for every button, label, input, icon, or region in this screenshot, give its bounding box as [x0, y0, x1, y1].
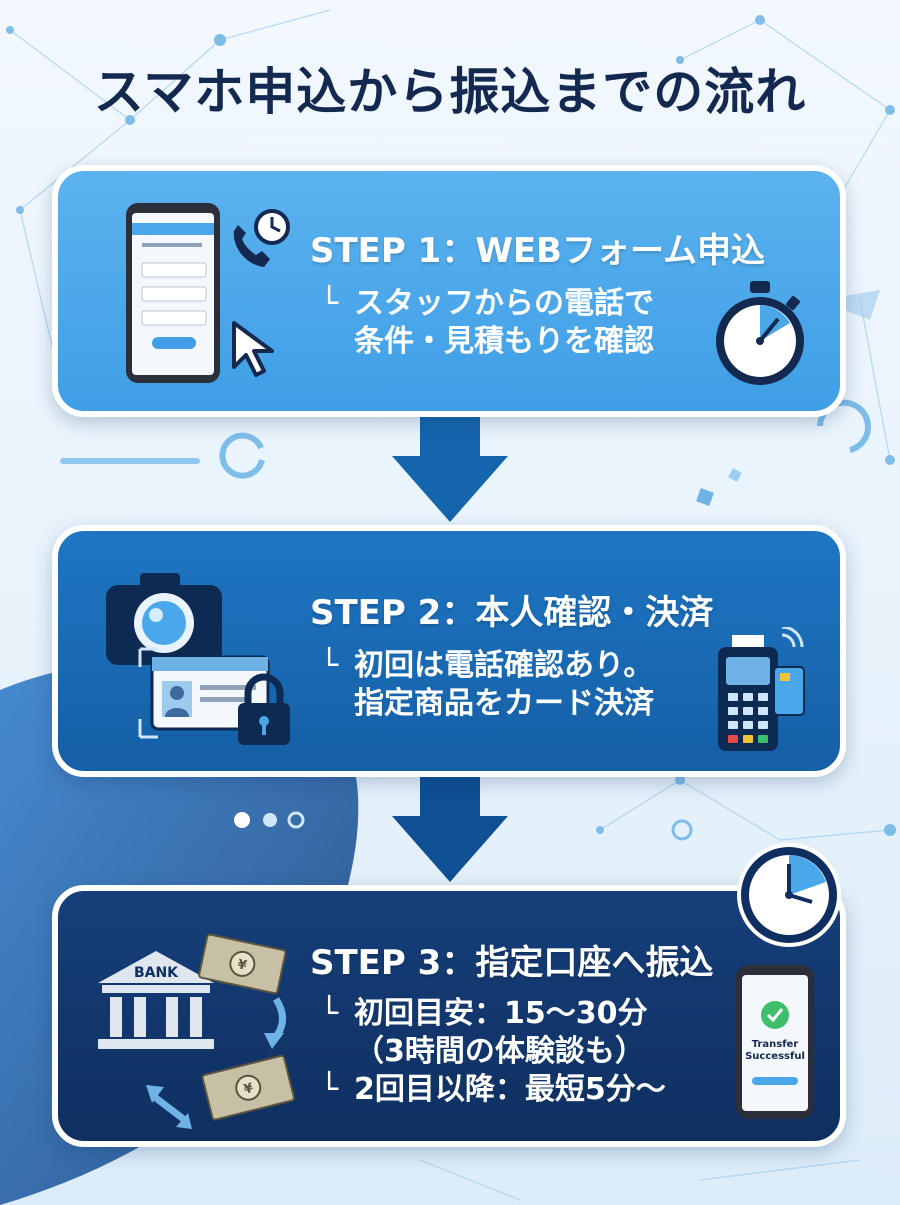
stopwatch-icon: [716, 281, 804, 385]
down-arrow-2: [392, 772, 508, 882]
phone-clock-icon: [233, 209, 290, 267]
camera-icon: [106, 573, 222, 665]
money-bills-icon: ¥ ¥: [146, 933, 295, 1129]
step-3-line-3: 2回目以降：最短5分〜: [354, 1072, 666, 1107]
step-1-description: └ スタッフからの電話で 条件・見積もりを確認: [320, 285, 654, 361]
step-1-title: STEP 1：WEBフォーム申込: [310, 231, 765, 271]
svg-text:¥: ¥: [242, 1081, 254, 1098]
transfer-text-line-2: Successful: [745, 1051, 805, 1062]
step-2-title: STEP 2：本人確認・決済: [310, 593, 714, 633]
step-3-title: STEP 3：指定口座へ振込: [310, 943, 714, 983]
page-title: スマホ申込から振込までの流れ: [93, 63, 807, 121]
down-arrow-1: [392, 412, 508, 522]
step-2-description: └ 初回は電話確認あり。 指定商品をカード決済: [320, 647, 654, 723]
transfer-phone-icon: Transfer Successful: [736, 965, 814, 1119]
step-2-card: STEP 2：本人確認・決済 └ 初回は電話確認あり。 指定商品をカード決済: [52, 525, 846, 777]
corner-bracket-icon: └: [320, 996, 339, 1031]
step-3-description: └ 初回目安：15〜30分 （3時間の体験談も） └ 2回目以降：最短5分〜: [320, 995, 666, 1109]
step-3-line-2: （3時間の体験談も）: [354, 1034, 645, 1069]
corner-bracket-icon: └: [320, 648, 339, 683]
bank-icon: BANK: [98, 951, 214, 1049]
corner-bracket-icon: └: [320, 286, 339, 321]
step-3-card: BANK ¥ ¥ STEP 3：指定口座へ振込 └ 初回目安：15〜30分 （3時…: [52, 885, 846, 1147]
padlock-icon: [238, 673, 290, 745]
step-1-card: STEP 1：WEBフォーム申込 └ スタッフからの電話で 条件・見積もりを確認: [52, 165, 846, 417]
step-2-line-2: 指定商品をカード決済: [354, 686, 654, 721]
step-1-line-2: 条件・見積もりを確認: [354, 324, 654, 359]
step-2-line-1: 初回は電話確認あり。: [354, 648, 654, 683]
svg-text:¥: ¥: [236, 957, 248, 974]
card-terminal-icon: [718, 627, 805, 751]
wall-clock-icon: [737, 843, 841, 947]
step-1-line-1: スタッフからの電話で: [354, 286, 654, 321]
smartphone-form-icon: [126, 203, 220, 383]
bank-label: BANK: [134, 965, 179, 981]
transfer-text-line-1: Transfer: [752, 1039, 799, 1050]
cursor-icon: [232, 321, 274, 377]
corner-bracket-icon: └: [320, 1072, 339, 1107]
step-3-line-1: 初回目安：15〜30分: [354, 996, 648, 1031]
